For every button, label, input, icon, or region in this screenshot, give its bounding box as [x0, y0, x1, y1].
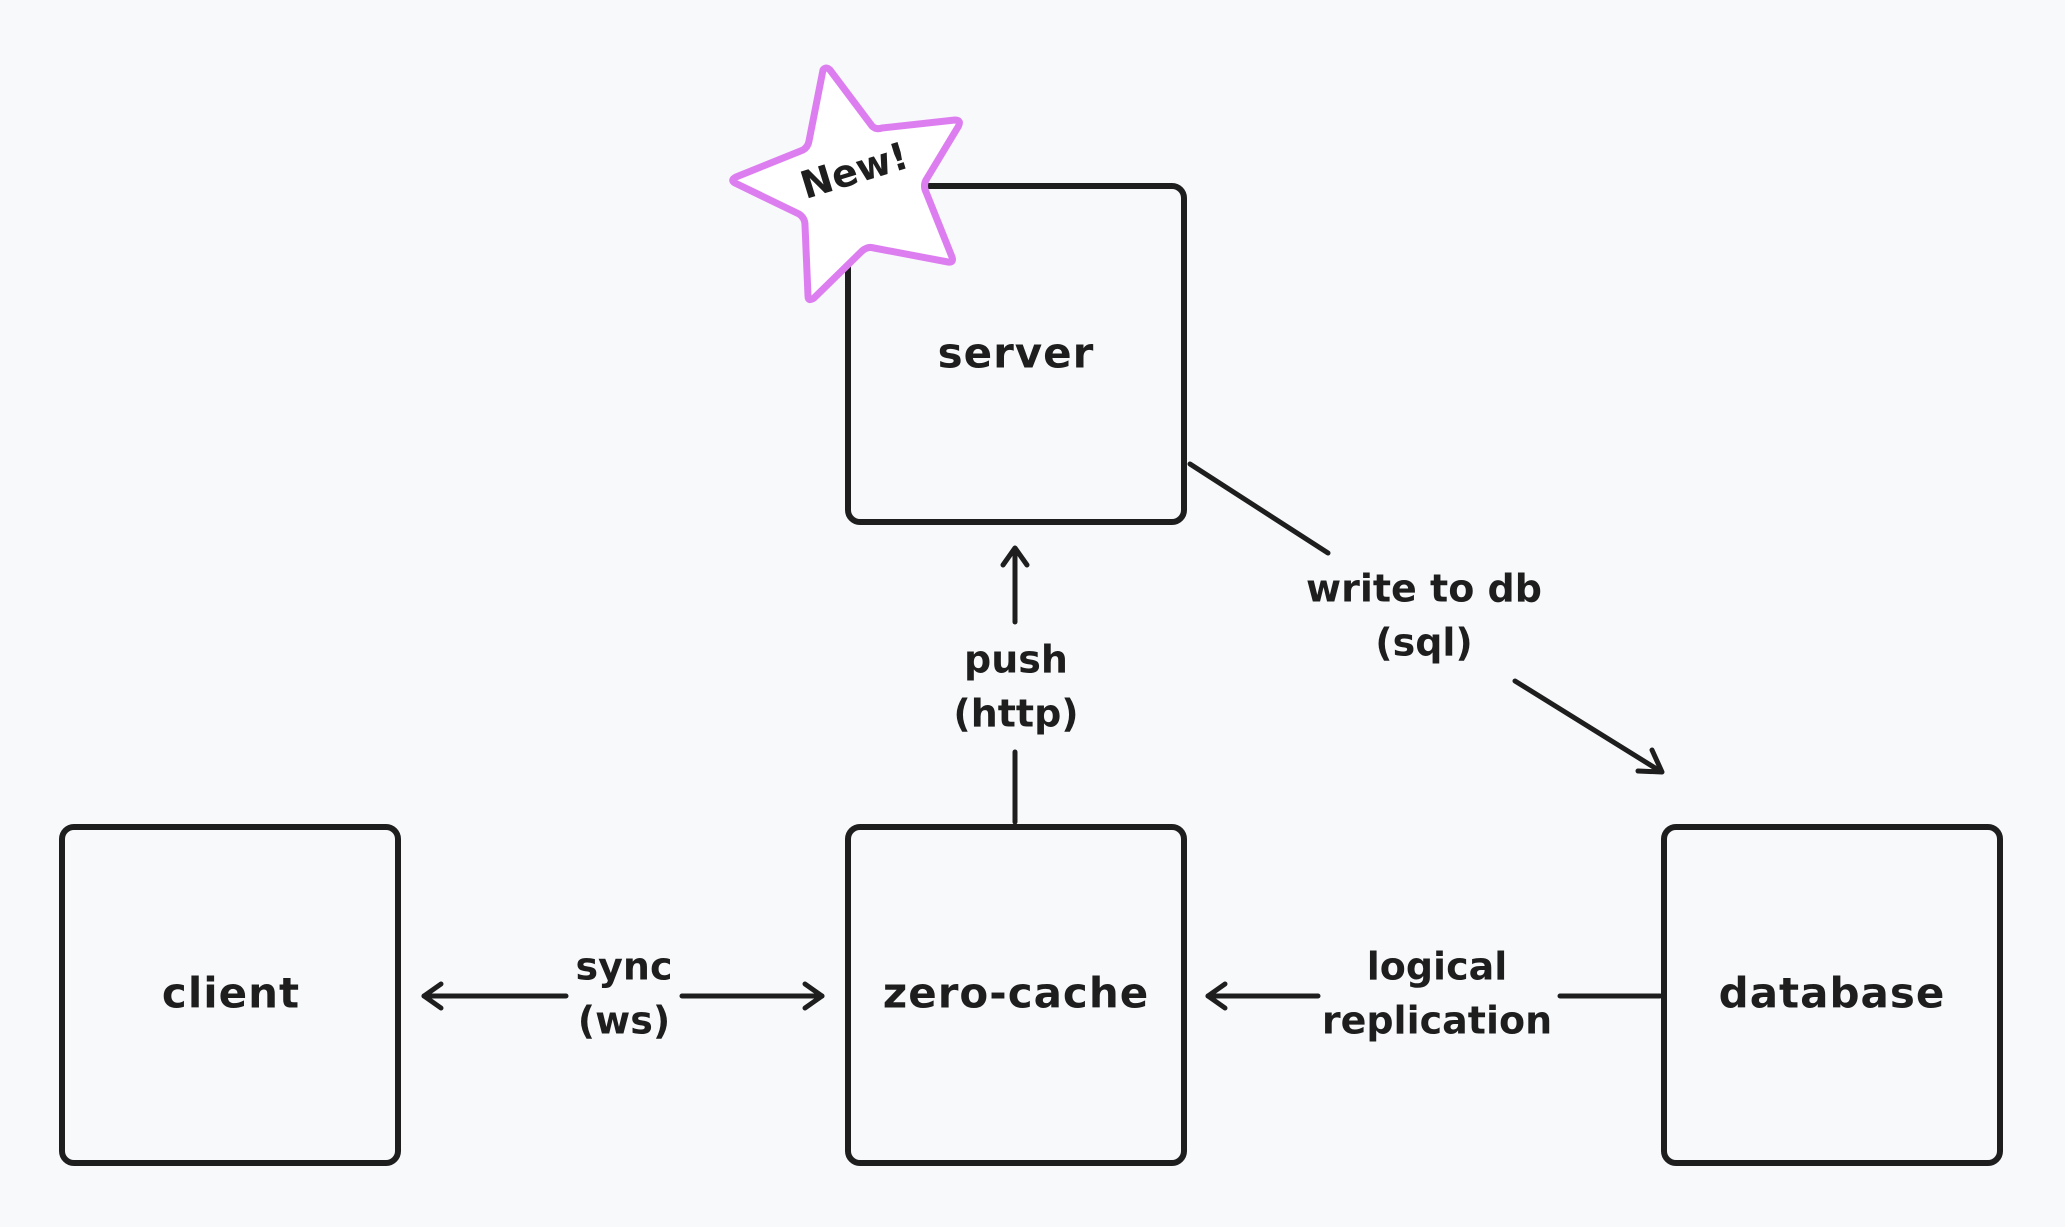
edge-write-arrowhead — [1635, 747, 1665, 775]
edge-sync-arrowhead-left — [421, 981, 444, 1011]
edge-sync-label-line1: sync — [576, 945, 673, 989]
edge-push: push (http) — [953, 545, 1079, 825]
node-client-label: client — [162, 969, 300, 1018]
edge-replication-arrowhead — [1205, 981, 1228, 1011]
node-database-box — [1661, 824, 2003, 1166]
edge-write-line-lower — [1512, 678, 1663, 774]
edge-push-label-line2: (http) — [953, 692, 1078, 736]
node-zero-cache-box — [845, 824, 1187, 1166]
edge-sync: sync (ws) — [421, 945, 825, 1043]
node-database: database — [1661, 824, 2003, 1166]
edge-sync-label-line2: (ws) — [578, 999, 670, 1043]
edge-replication-label-line1: logical — [1367, 945, 1508, 989]
node-server: server — [845, 183, 1187, 525]
edge-sync-arrowhead-right — [802, 981, 825, 1011]
new-badge: New! — [729, 64, 963, 304]
edge-push-arrowhead — [1000, 545, 1030, 568]
edge-replication: logical replication — [1205, 945, 1663, 1043]
edge-write-label-line1: write to db — [1306, 567, 1542, 611]
edge-write: write to db (sql) — [1187, 461, 1665, 775]
node-zero-cache: zero-cache — [845, 824, 1187, 1166]
edge-write-label-line2: (sql) — [1375, 621, 1473, 665]
star-icon — [729, 64, 963, 304]
edge-push-label-line1: push — [964, 638, 1068, 682]
node-server-label: server — [938, 329, 1095, 378]
node-database-label: database — [1719, 969, 1946, 1018]
node-client: client — [59, 824, 401, 1166]
node-zero-cache-label: zero-cache — [883, 969, 1149, 1018]
node-client-box — [59, 824, 401, 1166]
edge-write-line-upper — [1187, 461, 1331, 556]
node-server-box — [845, 183, 1187, 525]
edge-replication-label-line2: replication — [1322, 999, 1552, 1043]
